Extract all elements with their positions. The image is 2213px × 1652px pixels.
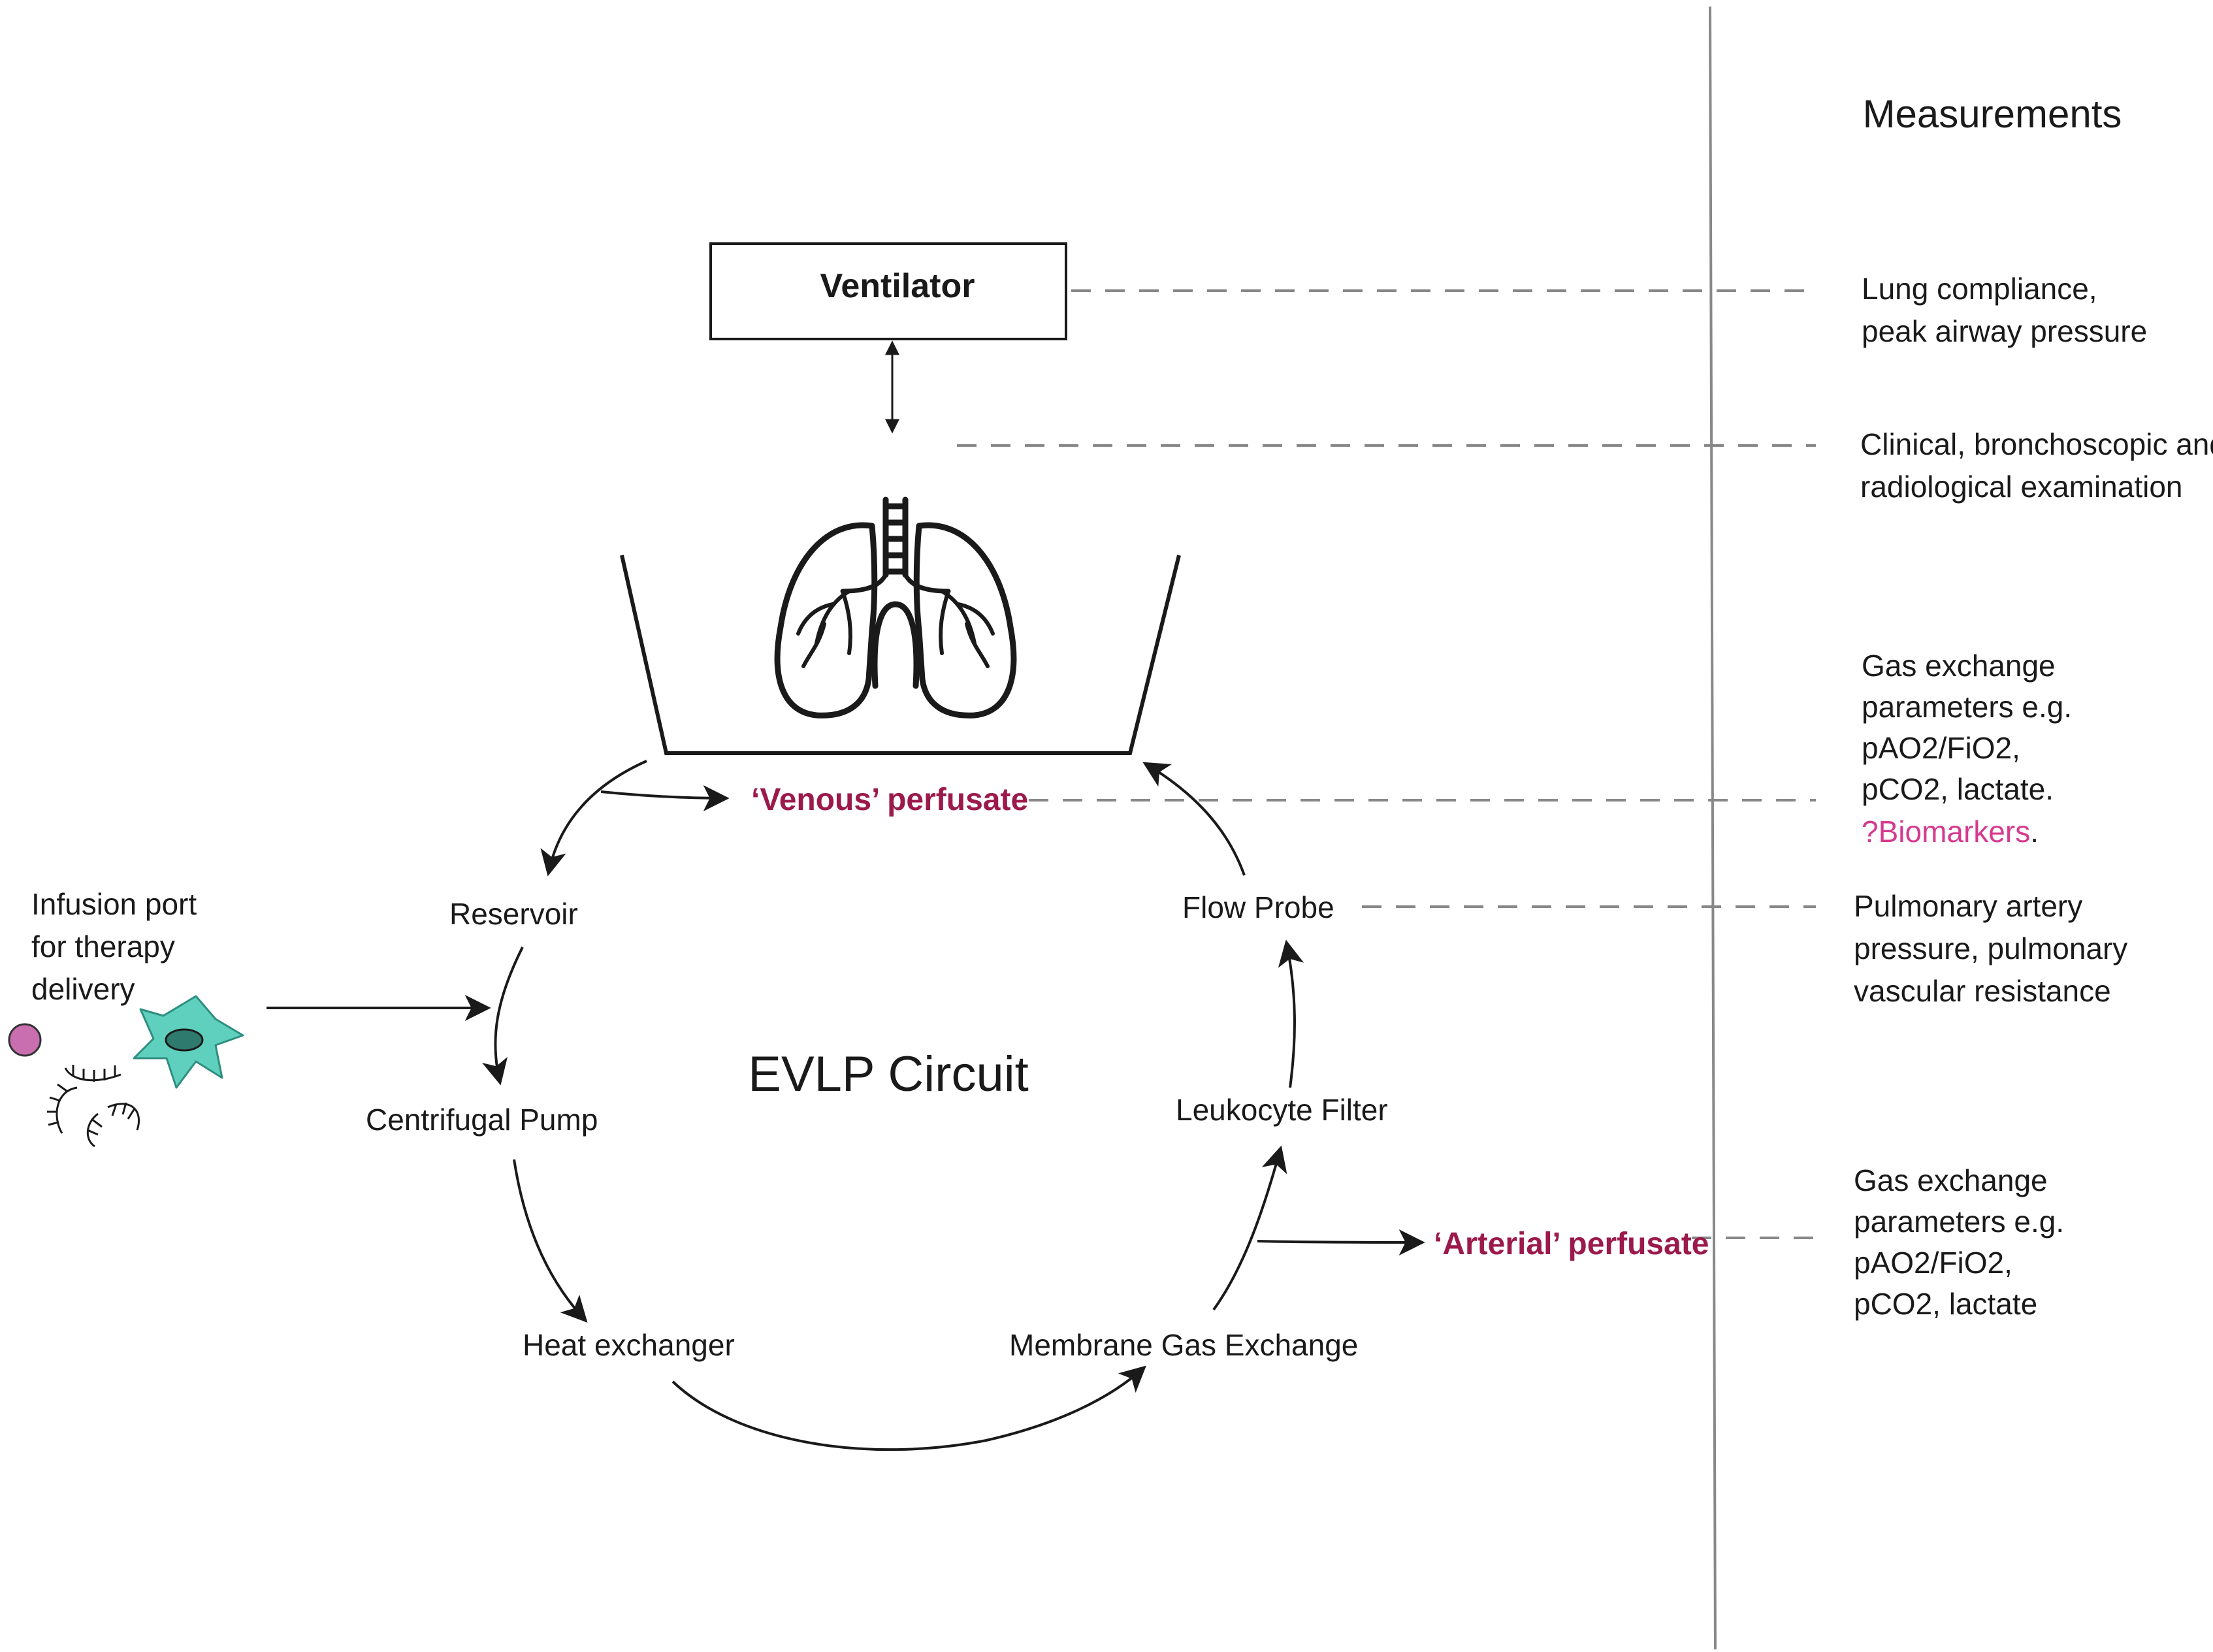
- lung-chamber: [620, 555, 1181, 755]
- infusion-port-line: delivery: [31, 972, 135, 1006]
- membrane-gas-exchange-label: Membrane Gas Exchange: [1009, 1328, 1358, 1362]
- biomarkers-suffix: .: [2030, 815, 2039, 849]
- biomarkers-text: ?Biomarkers: [1862, 815, 2030, 849]
- circuit-title: EVLP Circuit: [748, 1046, 1028, 1102]
- arrow-leukocyte-to-flowprobe: [1278, 939, 1304, 1088]
- measurement-flow-probe-line: pressure, pulmonary: [1854, 931, 2127, 965]
- flow-probe-label: Flow Probe: [1182, 890, 1334, 924]
- centrifugal-pump-label: Centrifugal Pump: [366, 1103, 598, 1137]
- reservoir-label: Reservoir: [449, 897, 578, 931]
- measurement-flow-probe-line: Pulmonary artery: [1854, 889, 2082, 923]
- measurement-venous-line: parameters e.g.: [1862, 690, 2072, 724]
- leukocyte-filter-label: Leukocyte Filter: [1176, 1093, 1388, 1127]
- arrow-to-venous-perfusate: [600, 785, 730, 811]
- infusion-port-line: for therapy: [31, 930, 175, 964]
- arrow-membrane-to-leukocyte: [1212, 1145, 1287, 1311]
- ventilator-box: Ventilator: [709, 242, 1067, 340]
- measurement-arterial-line: pCO2, lactate: [1854, 1287, 2037, 1321]
- arterial-perfusate-label: ‘Arterial’ perfusate: [1434, 1227, 1709, 1261]
- arrow-reservoir-to-pump: [482, 947, 524, 1086]
- measurement-ventilator-line: peak airway pressure: [1862, 314, 2147, 348]
- measurements-header: Measurements: [1863, 92, 2122, 136]
- cell-icon: [133, 995, 244, 1089]
- measurement-arterial-line: Gas exchange: [1854, 1163, 2048, 1197]
- measurement-arterial-line: pAO2/FiO2,: [1854, 1246, 2012, 1280]
- measurement-venous-line: pCO2, lactate.: [1862, 772, 2054, 806]
- measurement-examination-line: Clinical, bronchoscopic and: [1860, 427, 2213, 461]
- heat-exchanger-label: Heat exchanger: [523, 1328, 735, 1362]
- arrow-to-arterial-perfusate: [1257, 1229, 1425, 1255]
- measurement-venous-biomarkers: ?Biomarkers.: [1862, 815, 2039, 849]
- ventilator-label: Ventilator: [820, 267, 975, 305]
- arrow-flowprobe-to-chamber: [1142, 762, 1246, 876]
- infusion-port-line: Infusion port: [31, 887, 197, 921]
- arrow-pump-to-heat: [513, 1159, 588, 1323]
- venous-perfusate-label: ‘Venous’ perfusate: [751, 783, 1028, 817]
- lungs-icon: [774, 496, 1017, 719]
- measurement-examination-line: radiological examination: [1860, 470, 2183, 504]
- arrow-chamber-to-reservoir: [540, 760, 647, 877]
- measurement-venous-line: Gas exchange: [1862, 649, 2056, 683]
- infusion-port-label: Infusion port for therapy delivery: [31, 887, 197, 1006]
- measurement-flow-probe-line: vascular resistance: [1854, 974, 2111, 1008]
- measurement-arterial-line: parameters e.g.: [1854, 1205, 2064, 1239]
- molecule-icon: [8, 1023, 42, 1057]
- measurements-divider: [1709, 6, 1717, 1650]
- measurement-venous-line: pAO2/FiO2,: [1862, 731, 2020, 765]
- arrow-heat-to-membrane: [671, 1365, 1146, 1451]
- nucleic-acid-icon: [47, 1065, 140, 1148]
- measurement-ventilator-line: Lung compliance,: [1862, 272, 2097, 306]
